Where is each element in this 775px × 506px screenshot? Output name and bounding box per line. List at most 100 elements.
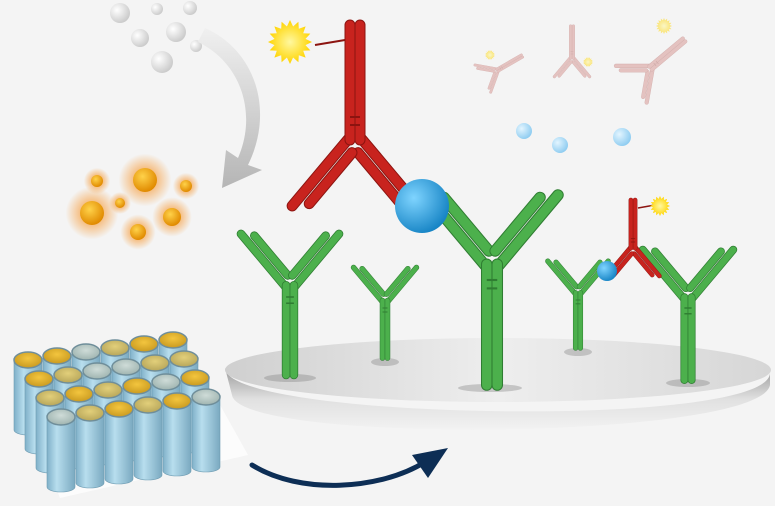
antibody-chain <box>489 69 500 94</box>
antibody-chain <box>496 55 524 73</box>
cylinder-cap <box>100 339 130 357</box>
antibody-chain <box>641 70 650 99</box>
star-shape <box>656 18 672 34</box>
antibody-chain <box>288 232 330 279</box>
detection-antibody <box>286 19 424 212</box>
antibody-chain <box>688 246 737 303</box>
antibody-chain <box>385 265 419 305</box>
star-shape <box>650 196 670 216</box>
antigen-sphere <box>516 123 532 139</box>
antibody-chain <box>545 258 578 297</box>
cylinder-cap <box>35 389 65 407</box>
nanopore-array <box>13 331 248 498</box>
cylinder-cap <box>71 343 101 361</box>
label-star-icon <box>268 20 312 64</box>
antibody-chain <box>639 246 688 303</box>
cylinder-body <box>133 404 163 481</box>
star-shape <box>268 20 312 64</box>
antibody-shadow <box>264 374 316 382</box>
cylinder-cap <box>158 331 188 349</box>
precursor-particle <box>166 22 186 42</box>
antibody-chain <box>614 64 652 68</box>
gold-nanoparticle <box>133 168 157 192</box>
antigen-sphere <box>552 137 568 153</box>
precursor-particle <box>131 29 149 47</box>
precursor-particle <box>110 3 130 23</box>
antibody-chain <box>553 260 579 289</box>
antibody-chain <box>359 266 386 297</box>
star-shape <box>583 57 593 67</box>
curved-arrow-icon <box>198 28 262 188</box>
label-linker <box>314 39 346 46</box>
free-label <box>485 50 495 60</box>
antibody-chain <box>650 39 687 72</box>
cylinder-body <box>191 396 221 473</box>
disulfide-bond <box>501 66 503 69</box>
cylinder-cap <box>13 351 43 369</box>
antibody-chain <box>487 71 496 90</box>
cylinder-cap <box>151 373 181 391</box>
antibody-chain <box>492 190 563 273</box>
capture-antibody <box>350 264 420 361</box>
antigen-sphere <box>613 128 631 146</box>
antibody-chain <box>644 67 655 105</box>
cylinder-cap <box>191 388 221 406</box>
cylinder-body <box>104 408 134 485</box>
free-detection-antibody <box>613 36 688 105</box>
capture-antibody <box>236 229 344 380</box>
nanopore-cylinder <box>133 396 163 481</box>
free-label <box>656 18 672 34</box>
antibody-chain <box>351 265 385 305</box>
cylinder-cap <box>133 396 163 414</box>
cylinder-cap <box>75 404 105 422</box>
antibody-chain <box>651 248 690 292</box>
antibody-chain <box>384 266 411 297</box>
cylinder-cap <box>122 377 152 395</box>
antibody-chain <box>476 67 496 73</box>
antibodies <box>236 19 738 392</box>
antibody-chain <box>287 132 355 211</box>
precursor-particles <box>110 1 202 73</box>
cylinder-cap <box>46 408 76 426</box>
antibody-chain <box>304 148 357 209</box>
disulfide-bond <box>653 62 657 67</box>
disulfide-bond <box>499 67 502 70</box>
nanopore-cylinder <box>104 400 134 485</box>
cylinder-body <box>162 400 192 477</box>
label-star-icon <box>485 50 495 60</box>
antibody-chain <box>571 60 587 78</box>
gold-nanoparticle <box>163 208 181 226</box>
cylinder-cap <box>180 369 210 387</box>
bound-antigen <box>395 179 449 233</box>
cylinder-cap <box>140 354 170 372</box>
free-antigens <box>516 123 631 153</box>
nanopore-cylinder <box>162 392 192 477</box>
antibody-shadow <box>564 348 592 356</box>
cylinder-cap <box>111 358 141 376</box>
precursor-particle <box>183 1 197 15</box>
gold-nanoparticle <box>80 201 104 225</box>
nanopore-cylinder <box>191 388 221 473</box>
capture-antibody <box>638 245 738 384</box>
cylinder-cap <box>53 366 83 384</box>
disc-side <box>225 368 771 430</box>
free-label <box>583 57 593 67</box>
cylinder-cap <box>162 392 192 410</box>
antibody-shadow <box>666 379 710 387</box>
antibody-chain <box>490 192 545 256</box>
antibody-chain <box>647 36 685 69</box>
precursor-particle <box>151 3 163 15</box>
antibody-chain <box>557 60 573 78</box>
antibody-chain <box>632 251 655 277</box>
capture-antibody <box>545 258 611 351</box>
antibody-chain <box>290 230 343 292</box>
gold-nanoparticle <box>180 180 192 192</box>
antibody-shadow <box>371 358 399 366</box>
cylinder-body <box>46 416 76 493</box>
arrow-head-icon <box>412 448 448 478</box>
cylinder-cap <box>42 347 72 365</box>
antibody-chain <box>633 245 662 278</box>
antibody-chain <box>572 56 591 78</box>
gold-nanoparticle <box>130 224 146 240</box>
